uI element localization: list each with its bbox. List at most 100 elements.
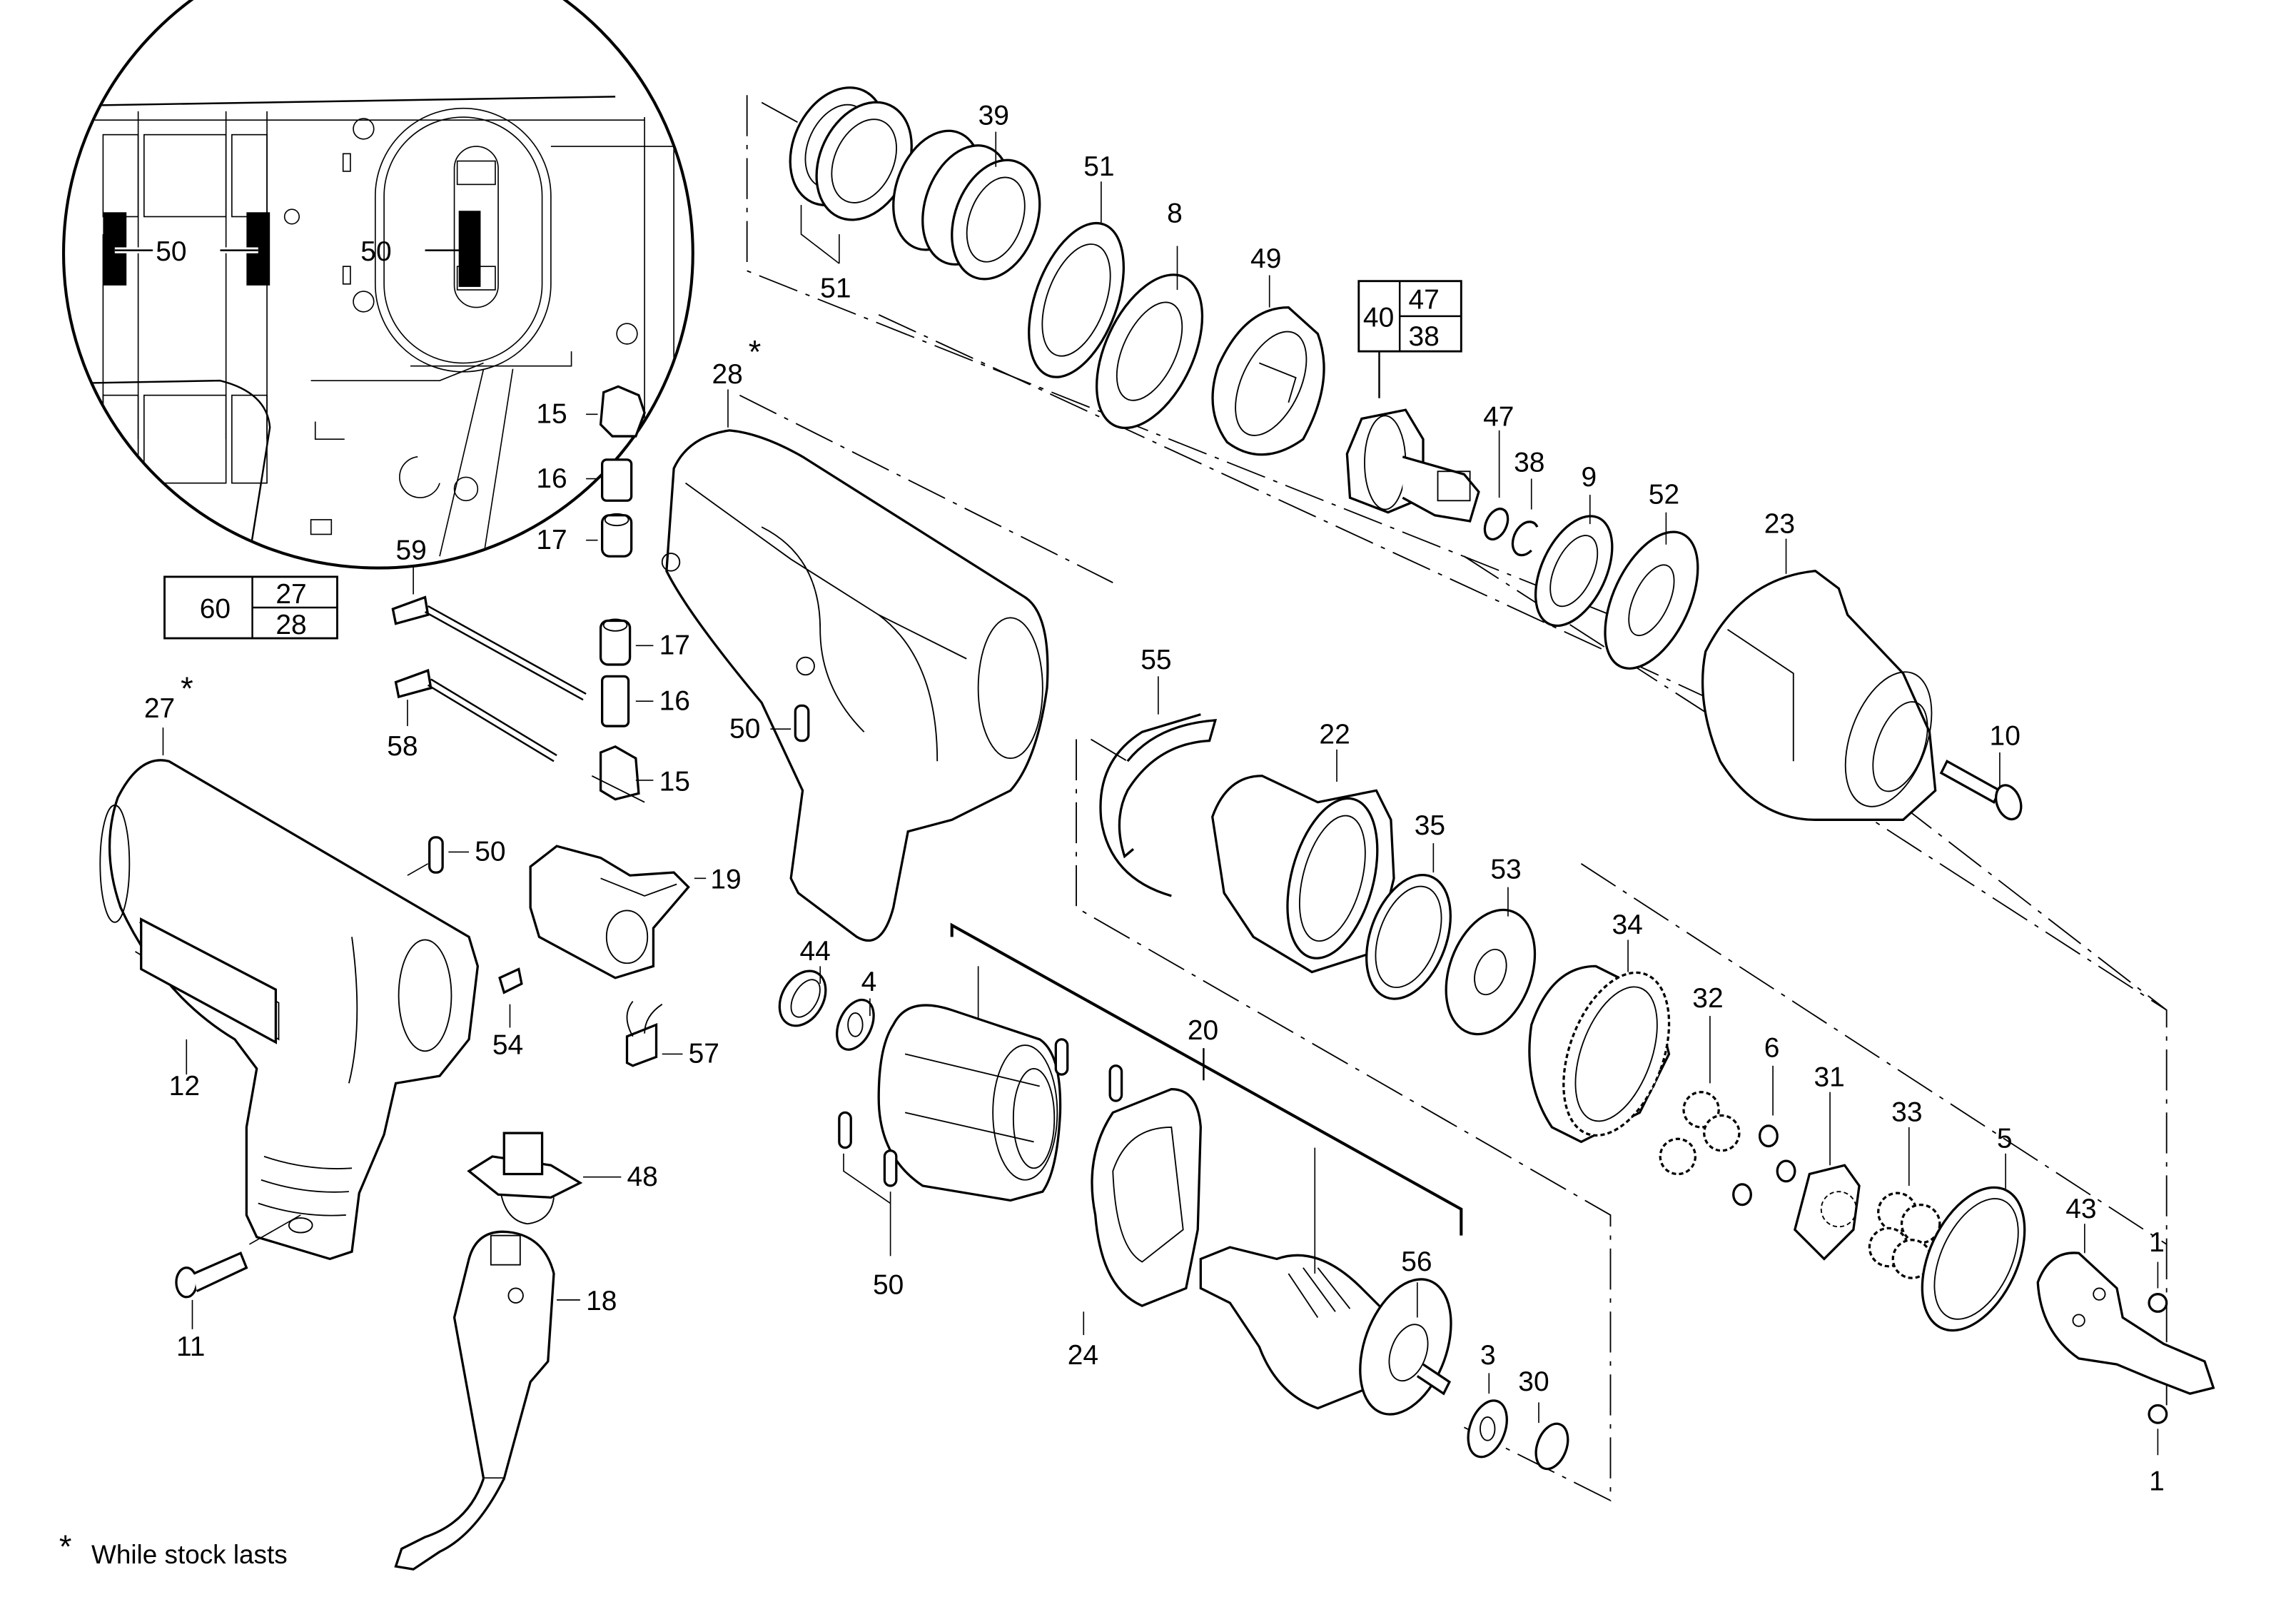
part-50-pins-stator — [838, 1038, 1123, 1256]
part-30-pinion — [1534, 1402, 1569, 1471]
part-12-nameplate — [140, 917, 278, 1075]
label-27: 27 — [144, 693, 175, 724]
label-49: 49 — [1250, 243, 1281, 274]
part-53-washer — [1445, 887, 1537, 1036]
part-59-brush-wire — [391, 565, 587, 701]
part-28-housing-half — [661, 389, 1049, 942]
label-48: 48 — [627, 1162, 658, 1192]
part-51-washer-b — [1028, 181, 1125, 378]
part-51-washers — [789, 86, 913, 264]
label-58: 58 — [387, 731, 418, 762]
part-27-housing-half — [99, 727, 480, 1261]
label-4: 4 — [861, 967, 877, 997]
label-39: 39 — [978, 100, 1009, 131]
label-15-a: 15 — [536, 399, 567, 430]
label-57: 57 — [689, 1039, 719, 1069]
stock-marker-27: * — [181, 670, 193, 707]
part-20-group-bracket — [950, 922, 1463, 1236]
part-6-needle-rollers — [1732, 1065, 1796, 1207]
label-52: 52 — [1649, 479, 1679, 510]
part-1-ball-top — [2148, 1261, 2168, 1313]
part-47-ring — [1483, 430, 1509, 541]
label-20: 20 — [1188, 1015, 1218, 1046]
part-8-disc — [1095, 246, 1204, 430]
part-4-bearing — [836, 998, 875, 1051]
label-32: 32 — [1692, 983, 1723, 1014]
footnote-text: While stock lasts — [91, 1540, 288, 1569]
part-48-socket — [467, 1132, 622, 1225]
label-16-a: 16 — [536, 463, 567, 494]
part-50-pin-center — [770, 704, 810, 742]
footnote: * While stock lasts — [59, 1528, 288, 1569]
label-38: 38 — [1514, 447, 1544, 478]
label-43: 43 — [2065, 1194, 2096, 1224]
callout-40-item-38: 38 — [1408, 321, 1439, 352]
part-18-power-cable — [394, 1230, 580, 1571]
part-15-brush-holder-bottom — [591, 745, 654, 803]
label-17-b: 17 — [659, 630, 690, 661]
label-12: 12 — [169, 1071, 200, 1102]
label-50-left: 50 — [475, 837, 505, 867]
label-17-a: 17 — [536, 525, 567, 555]
part-35-o-ring — [1365, 843, 1452, 1000]
label-51-b: 51 — [1083, 151, 1114, 182]
label-28: 28 — [712, 359, 742, 390]
part-49-hammer — [1211, 275, 1325, 456]
label-44: 44 — [799, 936, 830, 967]
callout-60-item-28: 28 — [275, 610, 306, 640]
inset-label-50-left: 50 — [156, 236, 186, 267]
part-56-armature — [1199, 1147, 1452, 1416]
part-24-baffle-plate — [1083, 1087, 1202, 1336]
label-1-bottom: 1 — [2149, 1466, 2165, 1496]
label-50-center: 50 — [729, 713, 760, 744]
part-15-brush-holder-top — [586, 385, 646, 438]
label-24: 24 — [1068, 1340, 1098, 1371]
label-18: 18 — [586, 1286, 617, 1316]
label-31: 31 — [1814, 1062, 1844, 1093]
part-10-screw — [1939, 752, 2023, 821]
part-5-ball-ring — [1921, 1153, 2026, 1332]
label-16-b: 16 — [659, 686, 690, 717]
part-38-clip — [1511, 478, 1539, 557]
label-11: 11 — [176, 1331, 205, 1362]
part-52-washer — [1604, 512, 1699, 670]
part-33-planet-gears — [1868, 1127, 1941, 1279]
label-35: 35 — [1415, 810, 1445, 841]
callout-40-item-47: 47 — [1408, 285, 1439, 316]
part-1-ball-bottom — [2148, 1404, 2168, 1456]
part-17-brush-cap-top — [586, 513, 633, 558]
part-22-motor-flange — [1211, 749, 1395, 974]
part-34-ring-gear — [1528, 940, 1671, 1144]
label-6: 6 — [1764, 1032, 1780, 1063]
stock-marker-28: * — [749, 334, 762, 371]
part-19-switch — [529, 845, 707, 979]
footnote-symbol: * — [59, 1528, 72, 1565]
label-5: 5 — [1997, 1124, 2013, 1154]
part-32-planet-gears — [1659, 1016, 1741, 1176]
part-39-spring — [892, 129, 1041, 281]
label-23: 23 — [1764, 508, 1795, 539]
inset-label-50-right: 50 — [360, 236, 391, 267]
part-stator-field — [877, 1004, 1062, 1202]
label-9: 9 — [1581, 462, 1597, 493]
part-50-pin-left — [407, 836, 470, 876]
part-3-bearing — [1467, 1373, 1508, 1459]
part-16-brush-sleeve-top — [586, 458, 633, 502]
label-55: 55 — [1141, 645, 1171, 675]
label-33: 33 — [1891, 1097, 1922, 1128]
label-59: 59 — [396, 535, 427, 565]
label-1-top: 1 — [2149, 1227, 2165, 1258]
part-11-screw — [175, 1214, 301, 1329]
part-54-pin — [498, 967, 523, 1028]
part-31-planet-carrier — [1794, 1092, 1861, 1261]
label-19: 19 — [710, 865, 741, 895]
callout-box-40: 40 47 38 — [1357, 280, 1462, 398]
assembly-guide-lines — [739, 95, 2168, 1502]
part-58-brush-wire — [394, 668, 557, 762]
part-17-brush-cap-bottom — [599, 618, 654, 666]
label-56: 56 — [1401, 1246, 1432, 1277]
part-16-brush-sleeve-bottom — [601, 675, 654, 727]
part-55-retaining-ring — [1099, 676, 1218, 897]
label-8: 8 — [1167, 198, 1183, 229]
